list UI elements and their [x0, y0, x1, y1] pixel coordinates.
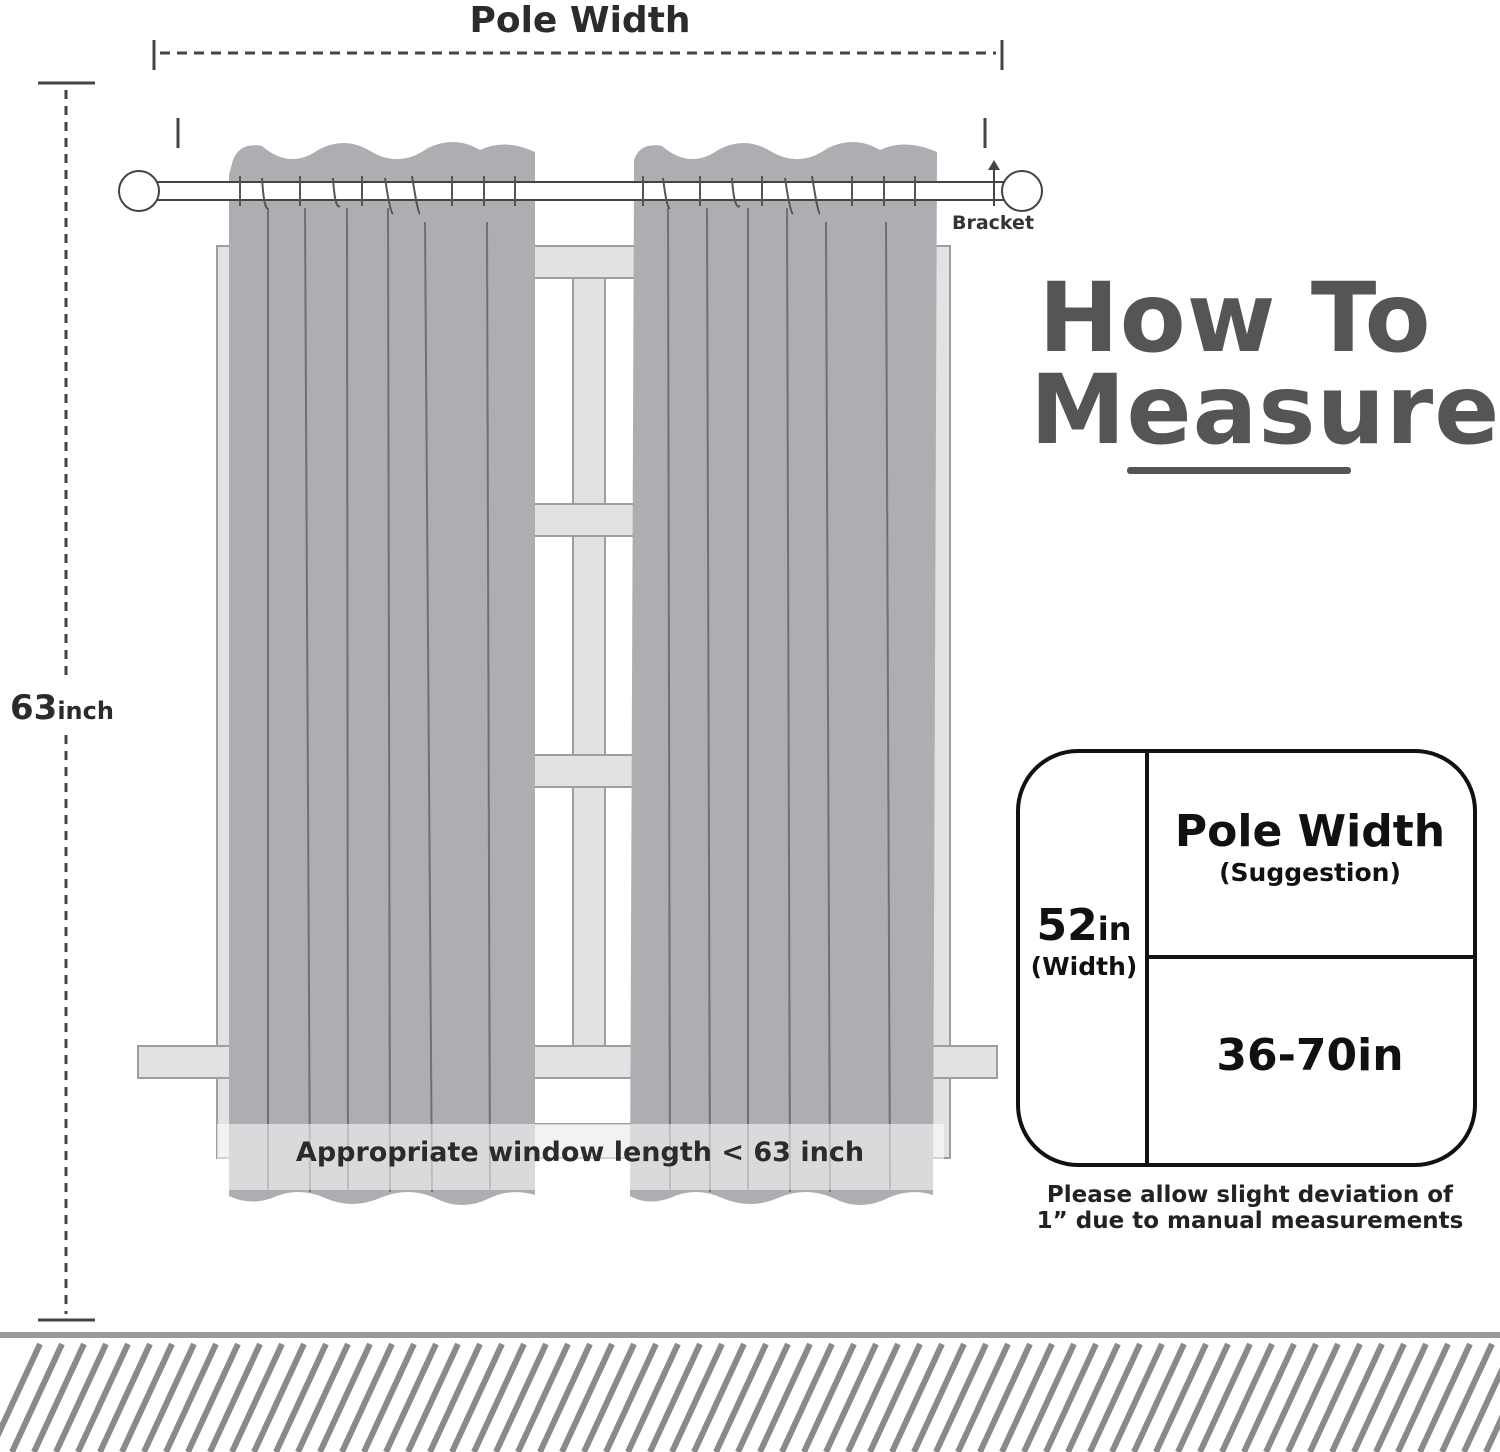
table-pole-width-range: 36-70in [1216, 1030, 1404, 1081]
footnote-line-1: Please allow slight deviation of [1046, 1182, 1454, 1208]
bracket-label: Bracket [952, 212, 1035, 234]
right-curtain [630, 141, 937, 1206]
floor-stripe [603, 1342, 659, 1452]
floor [0, 1332, 1500, 1452]
table-pole-width-caption: (Suggestion) [1219, 858, 1401, 887]
floor-stripe [9, 1342, 65, 1452]
deviation-footnote: Please allow slight deviation of 1” due … [1030, 1182, 1470, 1235]
floor-stripe [1373, 1342, 1429, 1452]
floor-stripe [691, 1342, 747, 1452]
floor-stripe [207, 1342, 263, 1452]
floor-stripe [493, 1342, 549, 1452]
window-length-band [217, 1124, 944, 1190]
floor-stripe [1153, 1342, 1209, 1452]
floor-stripe [801, 1342, 857, 1452]
height-value: 63 [10, 688, 58, 728]
floor-stripe [339, 1342, 395, 1452]
floor-stripe [405, 1342, 461, 1452]
floor-stripe [1395, 1342, 1451, 1452]
floor-stripe [317, 1342, 373, 1452]
floor-stripe [141, 1342, 197, 1452]
width-caption: (Width) [1030, 952, 1138, 981]
floor-stripe [1329, 1342, 1385, 1452]
floor-stripe [1043, 1342, 1099, 1452]
floor-stripe [713, 1342, 769, 1452]
floor-stripe [1307, 1342, 1363, 1452]
title-underline [1127, 467, 1351, 474]
floor-stripe [251, 1342, 307, 1452]
floor-stripe [867, 1342, 923, 1452]
title-line-2: Measure [1030, 354, 1500, 466]
floor-stripe [1461, 1367, 1500, 1452]
floor-stripe [229, 1342, 285, 1452]
floor-stripe [515, 1342, 571, 1452]
floor-stripe [581, 1342, 637, 1452]
floor-stripe [735, 1342, 791, 1452]
bracket-marks [176, 118, 1000, 206]
height-unit: inch [57, 697, 114, 725]
floor-stripe [1241, 1342, 1297, 1452]
size-table [1016, 749, 1477, 1167]
floor-stripe [1263, 1342, 1319, 1452]
floor-stripe [559, 1342, 615, 1452]
floor-stripe [97, 1342, 153, 1452]
floor-stripe [933, 1342, 989, 1452]
floor-stripe [537, 1342, 593, 1452]
floor-stripe [1439, 1342, 1495, 1452]
floor-stripe [1131, 1342, 1187, 1452]
floor-stripe [53, 1342, 109, 1452]
floor-stripe [977, 1342, 1033, 1452]
floor-stripe [757, 1342, 813, 1452]
width-label: 52in [1020, 900, 1148, 951]
curtain-rod [118, 170, 1043, 212]
floor-stripe [845, 1342, 901, 1452]
footnote-line-2: 1” due to manual measurements [1036, 1208, 1464, 1235]
floor-stripe [1351, 1342, 1407, 1452]
floor-stripe [1109, 1342, 1165, 1452]
window-length-note: Appropriate window length < 63 inch [295, 1137, 865, 1168]
floor-stripe [427, 1342, 483, 1452]
width-value: 52 [1036, 900, 1098, 951]
pole-width-dimension [152, 40, 1004, 70]
floor-stripe [955, 1342, 1011, 1452]
floor-stripe [185, 1342, 241, 1452]
floor-stripe [75, 1342, 131, 1452]
floor-stripe [295, 1342, 351, 1452]
floor-stripe [669, 1342, 725, 1452]
floor-stripe [1483, 1414, 1500, 1452]
floor-stripe [647, 1342, 703, 1452]
floor-stripe [383, 1342, 439, 1452]
floor-stripe [823, 1342, 879, 1452]
floor-stripe [1285, 1342, 1341, 1452]
pole-width-label: Pole Width [469, 0, 691, 41]
floor-stripe [1197, 1342, 1253, 1452]
floor-stripe [1219, 1342, 1275, 1452]
floor-stripe [449, 1342, 505, 1452]
floor-stripe [999, 1342, 1055, 1452]
height-dimension [38, 81, 95, 1322]
floor-stripe [1065, 1342, 1121, 1452]
floor-stripe [625, 1342, 681, 1452]
floor-stripe [911, 1342, 967, 1452]
floor-stripe [1087, 1342, 1143, 1452]
title-line-1: How To [1038, 262, 1432, 374]
height-label: 63inch [10, 688, 114, 728]
curtain-rings [239, 175, 916, 215]
width-unit: in [1097, 910, 1132, 948]
floor-stripe [0, 1342, 43, 1438]
floor-stripe [1175, 1342, 1231, 1452]
floor-stripe [31, 1342, 87, 1452]
floor-stripe [119, 1342, 175, 1452]
table-pole-width-header: Pole Width [1174, 806, 1446, 857]
floor-stripe [273, 1342, 329, 1452]
floor-stripe [779, 1342, 835, 1452]
floor-stripe [163, 1342, 219, 1452]
floor-stripe [889, 1342, 945, 1452]
floor-stripe [1021, 1342, 1077, 1452]
floor-stripe [471, 1342, 527, 1452]
floor-stripe [1417, 1342, 1473, 1452]
left-curtain [229, 141, 535, 1206]
floor-stripe [361, 1342, 417, 1452]
